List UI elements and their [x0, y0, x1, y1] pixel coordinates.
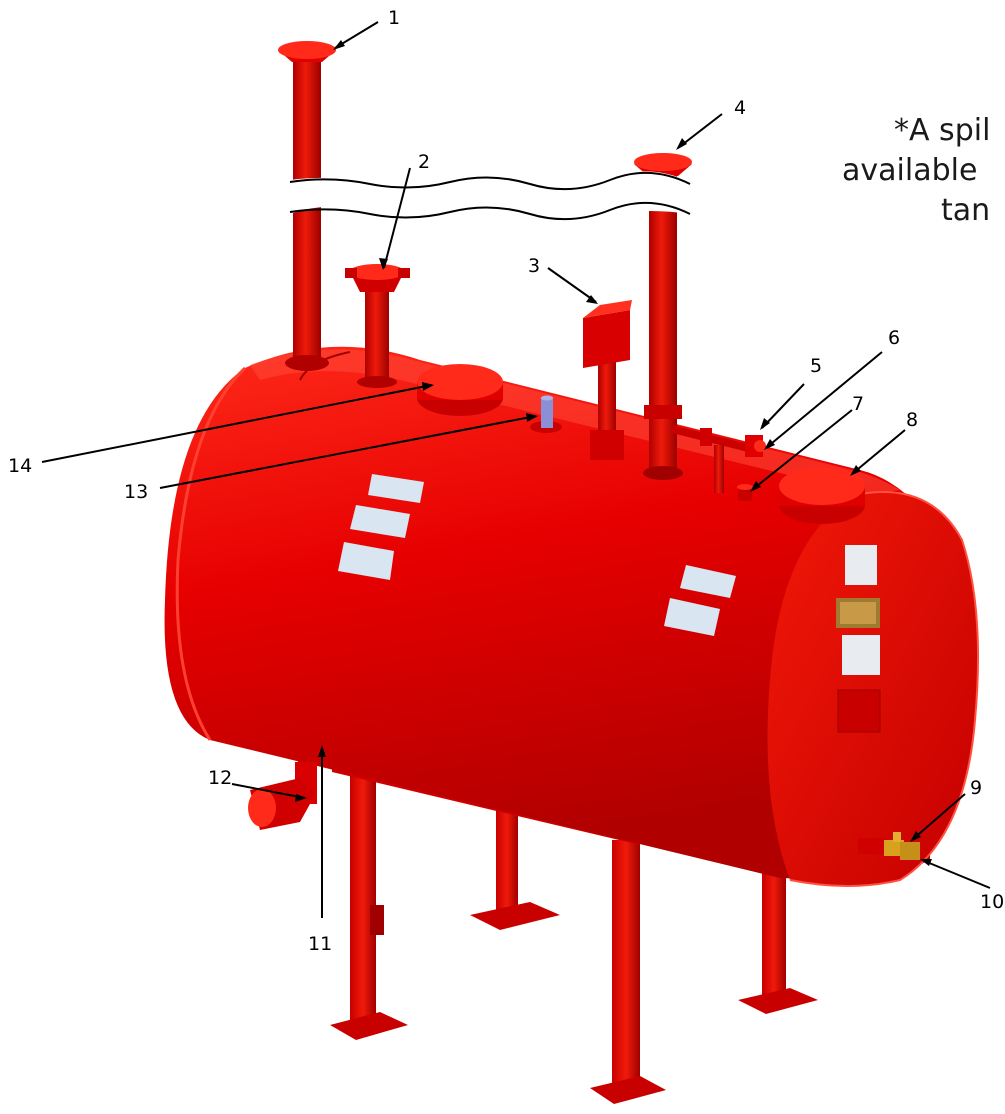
callout-14: 14 — [8, 455, 32, 477]
callout-labels: 1 2 3 4 5 6 7 8 9 10 11 12 13 14 — [8, 7, 1004, 955]
end-cap-labels — [836, 545, 881, 733]
callout-8: 8 — [906, 409, 918, 431]
vent-pipe-4 — [634, 153, 692, 480]
body-label-plates — [338, 474, 736, 636]
callout-7: 7 — [852, 393, 864, 415]
fitting-7 — [737, 484, 753, 501]
vent-13 — [530, 395, 562, 433]
callout-5: 5 — [810, 355, 822, 377]
manway-rear — [417, 364, 503, 416]
pipe-break-band — [289, 171, 691, 221]
note-line-1: *A spil — [894, 113, 990, 148]
spill-note: *A spil available tan — [842, 113, 990, 228]
note-line-2: available — [842, 153, 977, 188]
tank-body — [164, 346, 980, 887]
callout-3: 3 — [528, 255, 540, 277]
callout-leaders — [41, 21, 991, 918]
fill-pipe-2 — [345, 264, 410, 388]
callout-12: 12 — [208, 767, 232, 789]
gauge-box-3 — [583, 300, 632, 460]
callout-13: 13 — [124, 481, 148, 503]
callout-11: 11 — [308, 933, 332, 955]
callout-2: 2 — [418, 151, 430, 173]
drain-valve-9-10 — [858, 832, 920, 860]
callout-6: 6 — [888, 327, 900, 349]
callout-10: 10 — [980, 891, 1004, 913]
note-line-3: tan — [941, 193, 990, 228]
valve-assembly-5-6 — [672, 425, 766, 493]
callout-4: 4 — [734, 97, 746, 119]
manway-front — [779, 467, 865, 524]
callout-9: 9 — [970, 777, 982, 799]
callout-1: 1 — [388, 7, 400, 29]
